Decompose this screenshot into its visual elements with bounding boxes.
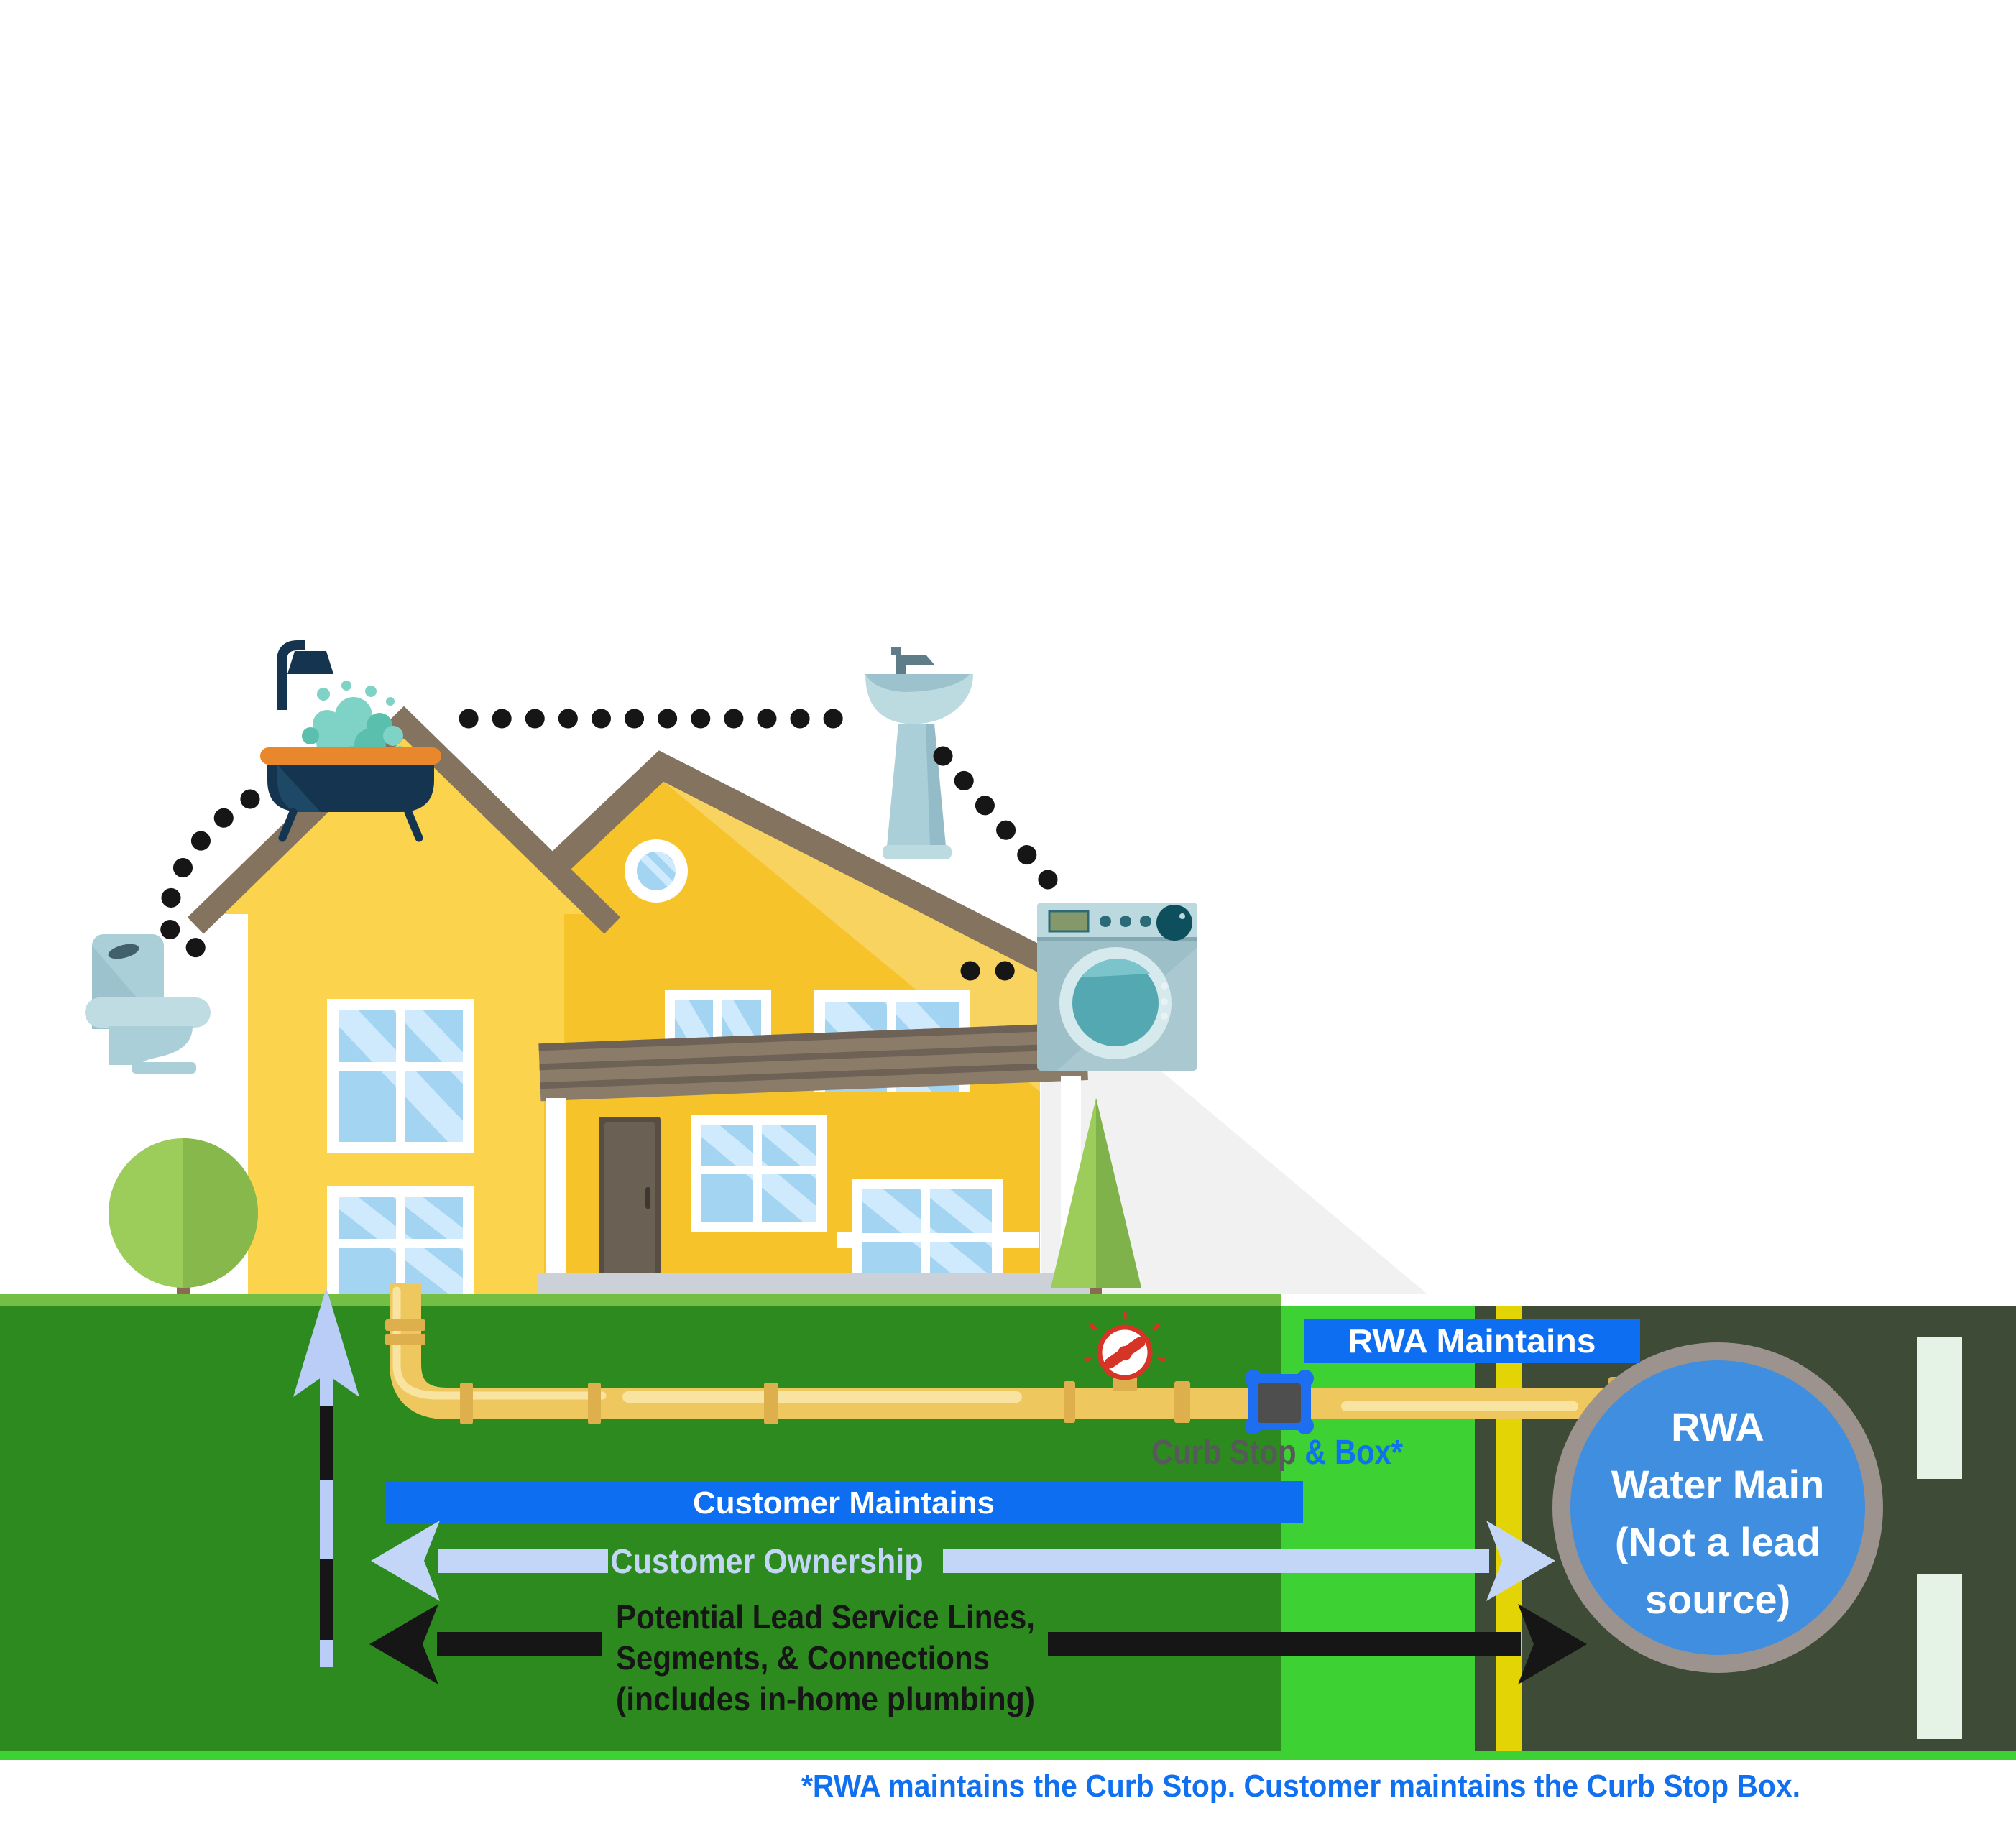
dotted-line-tub-to-toilet	[157, 789, 260, 960]
water-main-label-line3: (Not a lead	[1615, 1519, 1821, 1564]
porch-window	[691, 1115, 827, 1232]
door-handle	[645, 1187, 650, 1209]
customer-maintains-banner: Customer Maintains	[385, 1481, 1303, 1523]
window-wing-upper	[327, 999, 474, 1153]
round-window	[637, 852, 676, 890]
curb-strip	[1281, 1306, 1475, 1760]
window-wing-lower	[327, 1186, 474, 1294]
porch-step	[538, 1273, 1092, 1295]
grass-cap-strip	[0, 1294, 1281, 1306]
water-main-label-line1: RWA	[1671, 1404, 1764, 1449]
lead-arrow-label-line1: Potential Lead Service Lines,	[616, 1598, 1035, 1636]
water-main-label-line2: Water Main	[1611, 1462, 1825, 1507]
customer-maintains-label: Customer Maintains	[693, 1485, 995, 1521]
washer-knob	[1156, 905, 1192, 941]
ground-bottom-edge	[0, 1751, 2016, 1760]
wing-gable-face	[216, 727, 592, 914]
road-lane-marking	[1917, 1337, 1962, 1479]
road-lane-marking	[1917, 1574, 1962, 1739]
up-arrow-dashed-icon	[293, 1288, 359, 1667]
porch-roof	[538, 1023, 1088, 1102]
washing-machine-icon	[1037, 903, 1197, 1071]
dotted-line-sink-to-washer	[933, 746, 1058, 890]
sink-icon	[865, 647, 973, 859]
rwa-maintains-label: RWA Maintains	[1348, 1322, 1596, 1360]
wing-roof	[187, 706, 621, 934]
shower-head-icon	[287, 651, 333, 674]
bathtub-icon	[260, 640, 441, 842]
water-main-icon: RWA Water Main (Not a lead source)	[1552, 1342, 1883, 1673]
curb-stop-label: Curb Stop & Box*	[1151, 1434, 1403, 1472]
rwa-maintains-banner: RWA Maintains	[1304, 1319, 1640, 1363]
lead-service-arrow-icon: Potential Lead Service Lines, Segments, …	[369, 1598, 1587, 1717]
lead-arrow-label-line2: Segments, & Connections	[616, 1639, 990, 1677]
service-pipe	[385, 1283, 1627, 1430]
footnote: *RWA maintains the Curb Stop. Customer m…	[801, 1769, 1800, 1804]
tree-icon	[109, 1138, 258, 1299]
curb-stop-label-blue: & Box*	[1304, 1434, 1403, 1472]
toilet-icon	[85, 934, 211, 1074]
water-meter-gauge-icon	[1084, 1312, 1166, 1391]
lead-arrow-label-line3: (includes in-home plumbing)	[616, 1680, 1035, 1717]
customer-ownership-label: Customer Ownership	[611, 1543, 924, 1581]
front-door	[599, 1117, 661, 1275]
water-main-label-line4: source)	[1645, 1577, 1790, 1622]
curb-stop-box-icon	[1245, 1370, 1314, 1434]
curb-stop-label-gray: Curb Stop	[1151, 1434, 1304, 1472]
house-icon	[187, 706, 1092, 1295]
dotted-connectors	[157, 709, 1058, 981]
left-right-arrow-icon: Customer Ownership	[371, 1521, 1555, 1601]
porch-post-left	[546, 1098, 566, 1276]
washer-display	[1048, 910, 1090, 933]
